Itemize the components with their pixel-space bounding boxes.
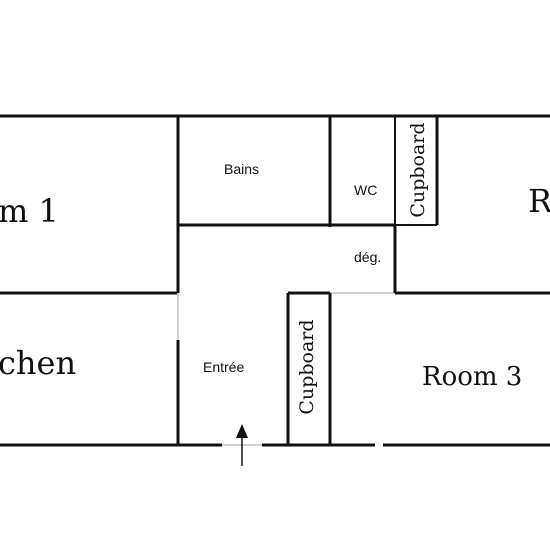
up-arrow-icon [236,424,248,466]
deg-label: dég. [354,249,382,265]
room3-label: Room 3 [422,362,523,392]
room1-label: m 1 [0,192,59,230]
bains-label: Bains [224,161,260,177]
entree-label: Entrée [203,359,245,375]
wc-label: WC [354,182,378,198]
cupboard-mid-label: Cupboard [296,319,318,415]
kitchen-label: chen [0,344,77,382]
cupboard-top-label: Cupboard [407,122,429,218]
room-right-top-label: R [528,182,550,220]
